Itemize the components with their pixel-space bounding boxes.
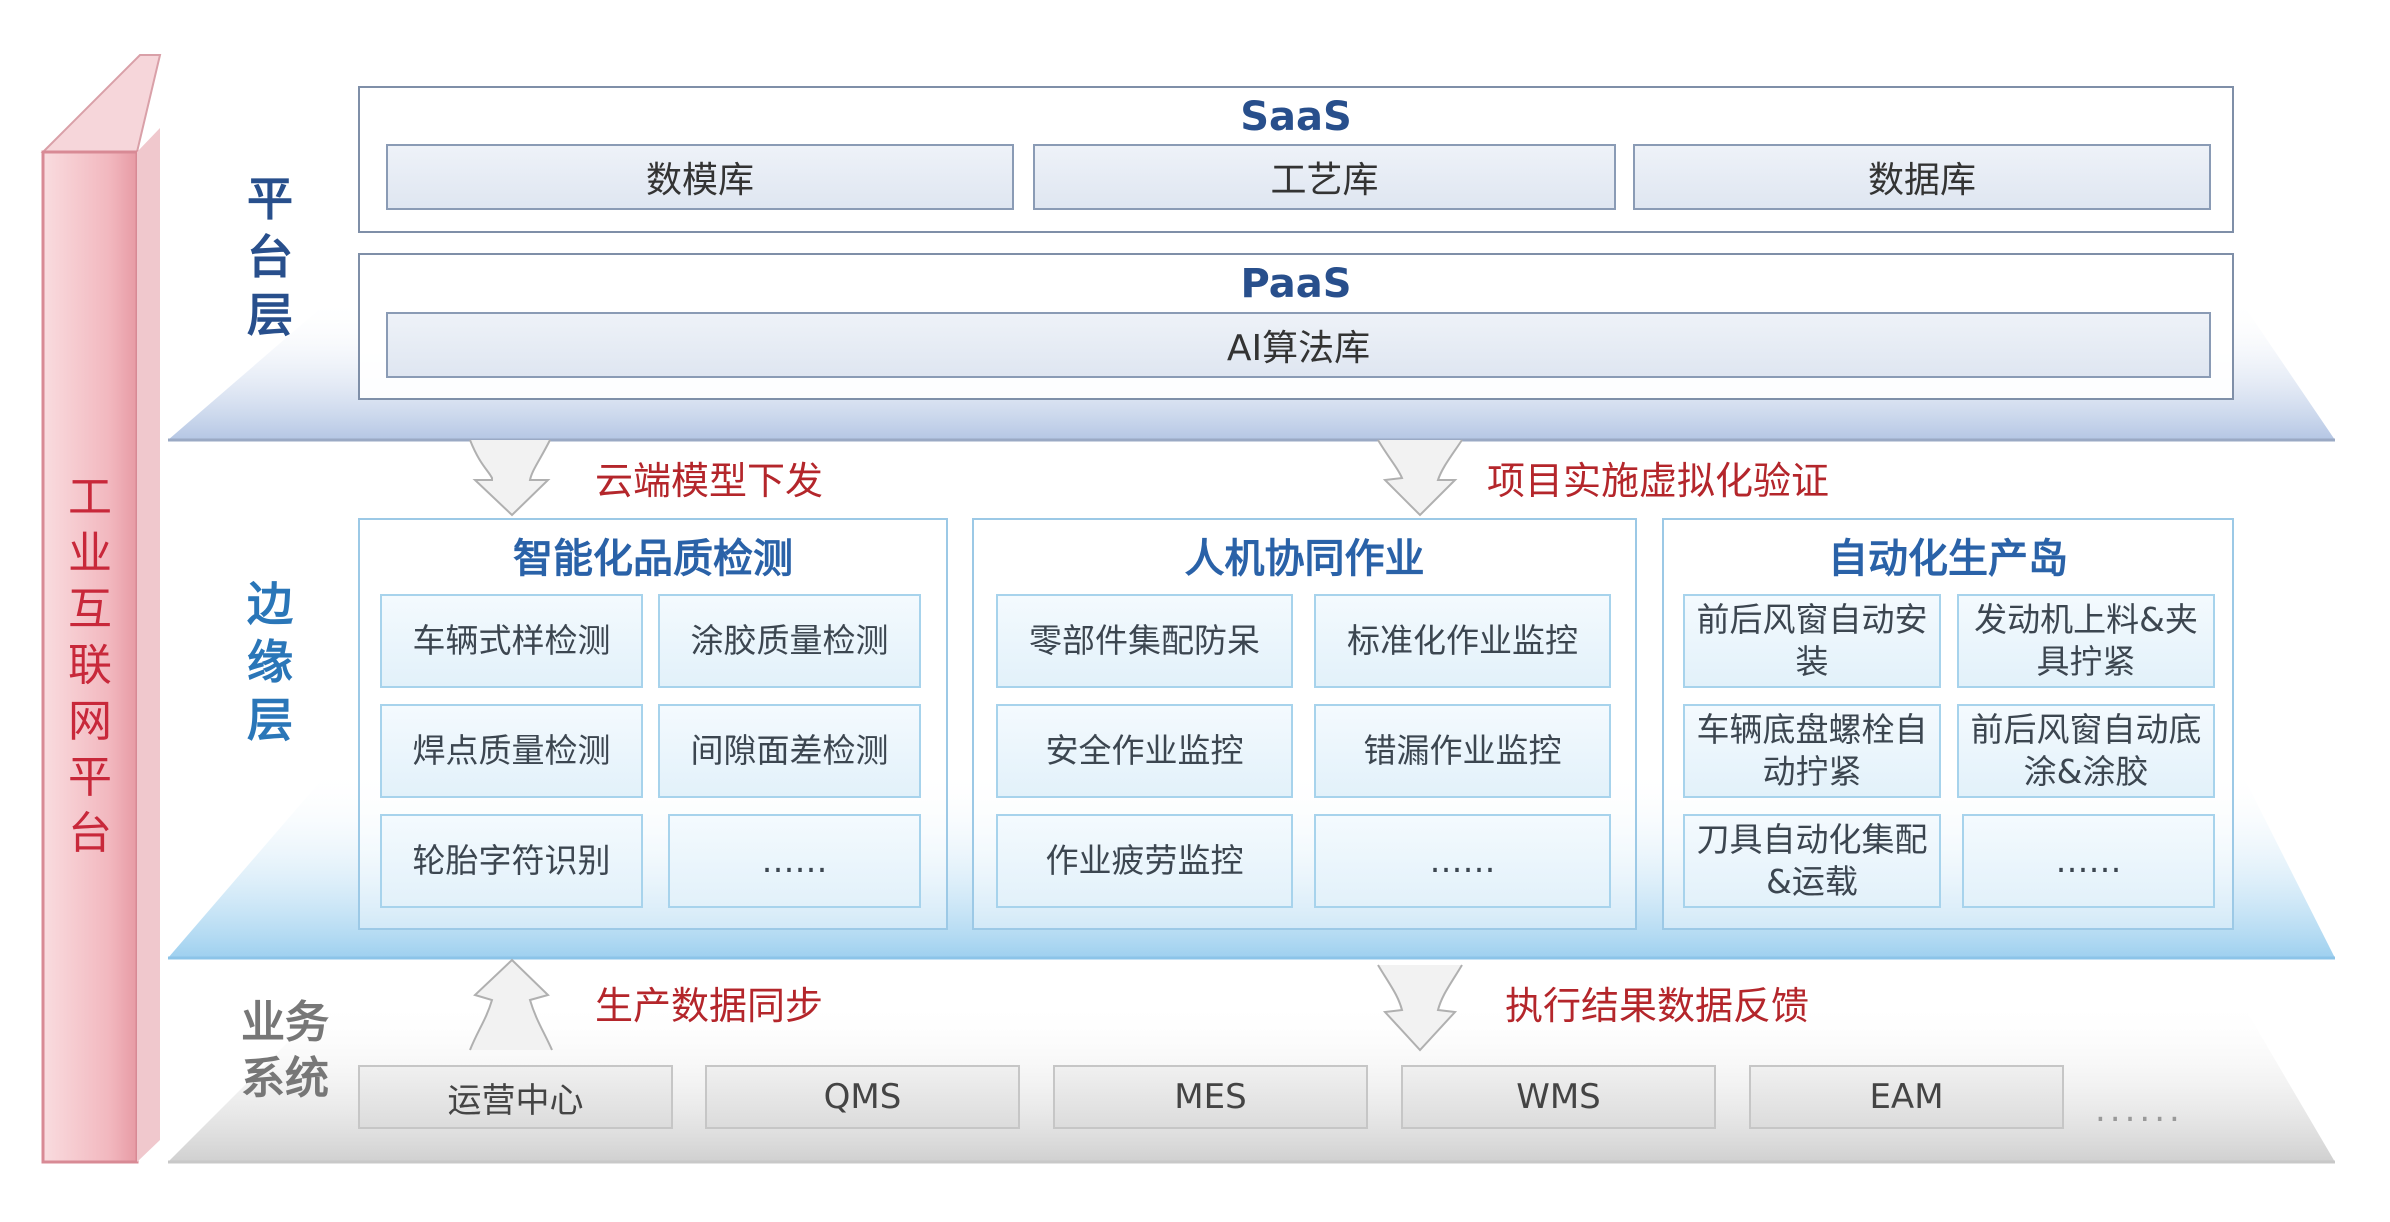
edge-item-more: …… [668,814,921,908]
saas-item-process: 工艺库 [1033,144,1616,210]
arrow-down-left [469,439,551,517]
edge-item: 涂胶质量检测 [658,594,921,688]
flow-label-data-sync: 生产数据同步 [595,984,824,1028]
flow-label-cloud-model: 云端模型下发 [595,459,824,503]
edge-section-automation-title: 自动化生产岛 [1828,536,2068,582]
pillar-top [40,54,162,153]
edge-section-quality-title: 智能化品质检测 [513,536,793,582]
systems-more: ...... [2095,1090,2184,1130]
platform-layer-title: 平台层 [247,172,293,342]
edge-item: 作业疲劳监控 [996,814,1293,908]
pillar-side [137,128,160,1162]
edge-item-more: …… [1962,814,2215,908]
paas-title: PaaS [1240,261,1352,307]
system-mes: MES [1053,1065,1368,1129]
edge-item: 车辆底盘螺栓自动拧紧 [1683,704,1941,798]
edge-item: 错漏作业监控 [1314,704,1611,798]
edge-item: 前后风窗自动底涂&涂胶 [1957,704,2215,798]
edge-item: 轮胎字符识别 [380,814,643,908]
system-eam: EAM [1749,1065,2064,1129]
saas-item-datamodel: 数模库 [386,144,1014,210]
flow-label-result-feedback: 执行结果数据反馈 [1505,984,1810,1028]
saas-item-database: 数据库 [1633,144,2211,210]
system-operations-center: 运营中心 [358,1065,673,1129]
arrow-down-right [1377,439,1463,517]
edge-item: 发动机上料&夹具拧紧 [1957,594,2215,688]
arrow-up-left [469,958,553,1051]
system-wms: WMS [1401,1065,1716,1129]
edge-section-collaboration-title: 人机协同作业 [1184,536,1425,582]
saas-title: SaaS [1240,94,1352,140]
system-qms: QMS [705,1065,1020,1129]
edge-item: 刀具自动化集配&运载 [1683,814,1941,908]
pillar-label: 工业互联网平台 [68,472,112,859]
edge-item: 标准化作业监控 [1314,594,1611,688]
edge-layer-title: 边缘层 [247,577,293,747]
edge-item: 焊点质量检测 [380,704,643,798]
business-layer-title: 业务系统 [241,997,329,1104]
edge-item: 车辆式样检测 [380,594,643,688]
flow-label-virtual-validation: 项目实施虚拟化验证 [1487,459,1830,503]
edge-item: 前后风窗自动安装 [1683,594,1941,688]
edge-item: 间隙面差检测 [658,704,921,798]
edge-item: 安全作业监控 [996,704,1293,798]
arrow-down-right-bottom [1377,964,1463,1052]
edge-item-more: …… [1314,814,1611,908]
edge-item: 零部件集配防呆 [996,594,1293,688]
paas-item-ai-algorithms: AI算法库 [386,312,2211,378]
